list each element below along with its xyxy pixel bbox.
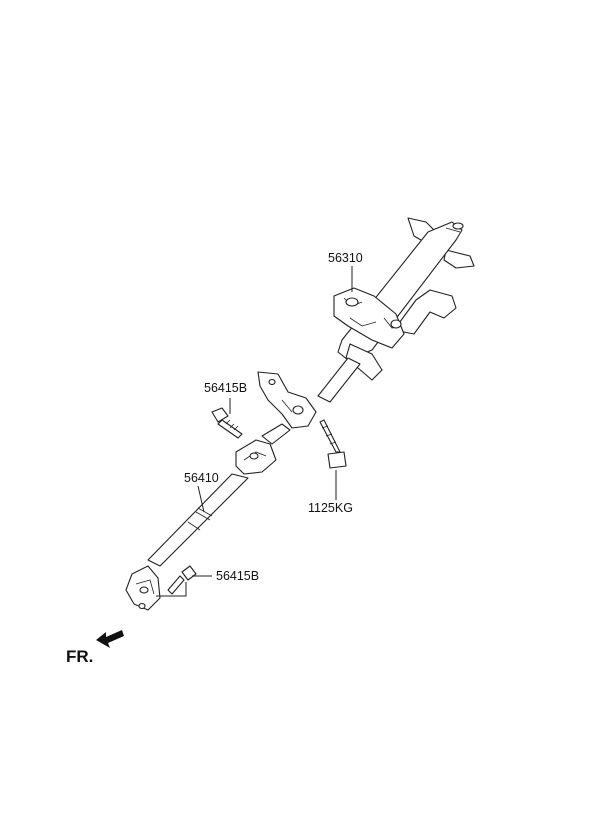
label-steering-column: 56310 <box>328 251 363 265</box>
arrow-left-icon <box>96 630 124 648</box>
label-bolt-upper: 56415B <box>204 381 247 395</box>
label-mount-bolt: 1125KG <box>308 501 353 515</box>
bolt-lower[interactable] <box>167 565 197 595</box>
leader-intermediate-shaft <box>197 485 205 513</box>
steering-column-assembly[interactable] <box>257 217 475 429</box>
intermediate-shaft[interactable] <box>125 423 291 611</box>
mount-bolt[interactable] <box>319 419 347 469</box>
leader-lower-joint <box>156 582 187 597</box>
bolt-upper[interactable] <box>211 407 243 439</box>
label-bolt-lower: 56415B <box>216 569 259 583</box>
label-intermediate-shaft: 56410 <box>184 471 219 485</box>
front-direction-label: FR. <box>66 647 93 666</box>
